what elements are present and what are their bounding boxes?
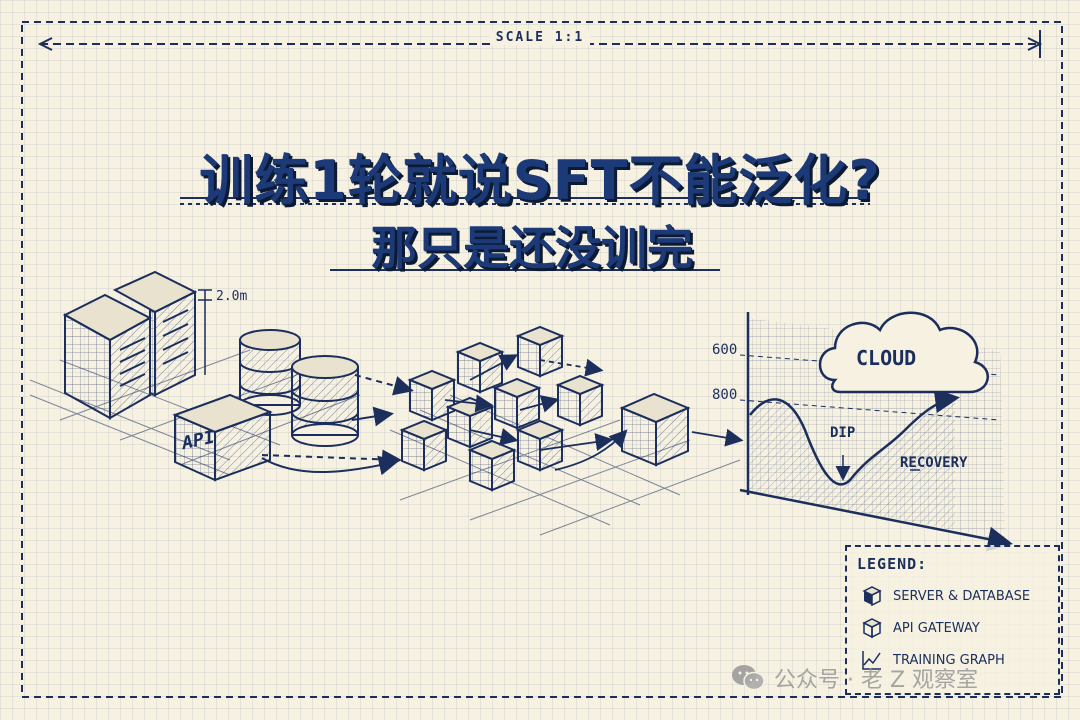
legend-item-graph: TRAINING GRAPH (861, 649, 1005, 671)
training-graph-icon (862, 651, 881, 670)
server-tower-right (112, 270, 198, 397)
dip-label: DIP (830, 425, 856, 441)
database-cylinder-front (291, 355, 359, 447)
height-dimension-marker (198, 289, 212, 375)
recovery-label: RECOVERY (900, 455, 968, 471)
cube (467, 439, 517, 492)
api-gateway-icon (862, 618, 882, 639)
cube (515, 325, 565, 378)
wechat-icon (732, 665, 765, 691)
legend-label-api: API GATEWAY (893, 620, 980, 636)
dimension-label: 2.0m (216, 289, 248, 304)
api-gateway-box (172, 393, 273, 482)
title-line-2: 那只是还没训完 (371, 221, 693, 275)
cube (492, 377, 542, 430)
legend-title: LEGEND: (857, 555, 928, 573)
title-line-1: 训练1轮就说SFT不能泛化? (199, 149, 881, 212)
chart-tick-600: 600 (712, 342, 738, 358)
legend-item-server: SERVER & DATABASE (861, 585, 1030, 607)
legend-item-api: API GATEWAY (861, 617, 980, 639)
title-decoration (180, 197, 870, 271)
scale-label: SCALE 1:1 (490, 30, 590, 45)
server-tower-left (62, 293, 153, 420)
legend-box: LEGEND: SERVER & DATABASE API GATEWAY TR… (845, 545, 1060, 695)
cloud-label: CLOUD (856, 346, 917, 370)
cube (555, 374, 605, 427)
frame-border (21, 21, 1063, 698)
watermark: 公众号 · 老 Z 观察室 (730, 662, 978, 694)
server-database-icon (862, 586, 882, 607)
chart-tick-800: 800 (712, 387, 738, 403)
watermark-text: 公众号 · 老 Z 观察室 (774, 668, 979, 693)
cube (455, 341, 505, 394)
cube (445, 396, 495, 449)
legend-label-server: SERVER & DATABASE (893, 588, 1031, 604)
cube (399, 419, 449, 472)
cloud-shape (818, 311, 989, 394)
cube (515, 419, 565, 472)
flow-arrows-left (261, 374, 414, 476)
cube-cluster (399, 325, 691, 492)
output-cube (619, 392, 691, 467)
cube-connector-arrows (444, 354, 744, 471)
legend-label-graph: TRAINING GRAPH (893, 652, 1005, 668)
